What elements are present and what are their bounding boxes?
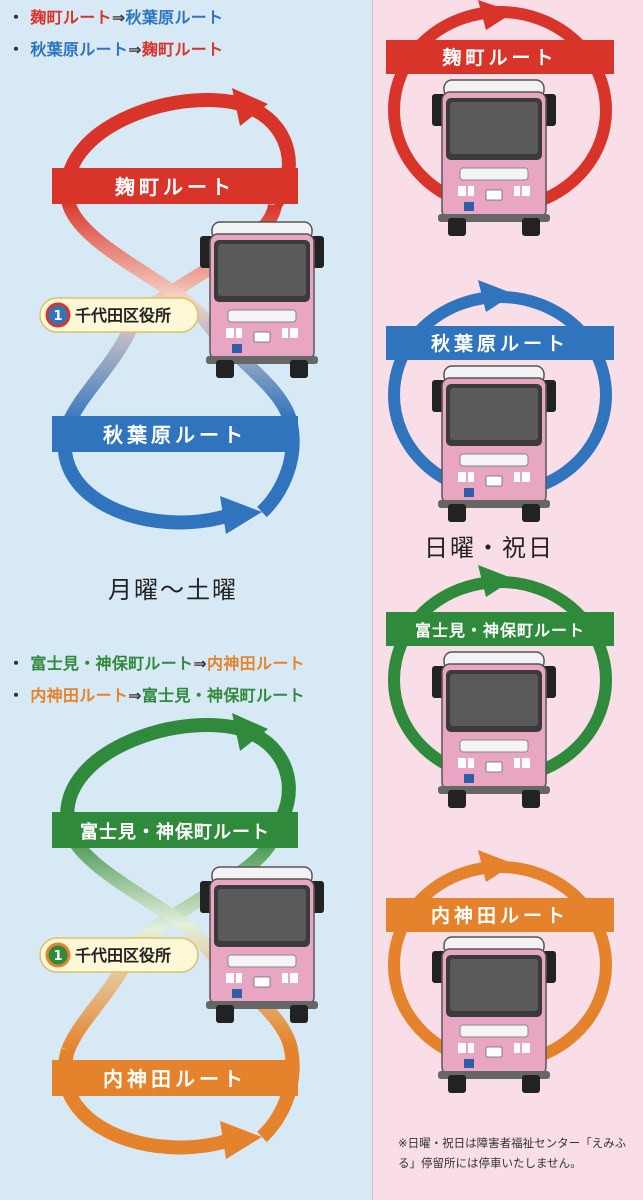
arrow-head-icon (478, 0, 514, 30)
route-banner-label: 富士見・神保町ルート (415, 621, 585, 640)
arrow-head-icon (220, 1121, 262, 1159)
legend-bullet: ・ (8, 654, 25, 673)
holiday-loop-orange: 内神田ルート (386, 850, 614, 1094)
route-banner-label: 富士見・神保町ルート (80, 821, 270, 843)
route-banner-label: 秋葉原ルート (431, 332, 569, 355)
holiday-loop-blue: 秋葉原ルート (386, 280, 614, 523)
legend-uchikanda-to-fujimi: ・内神田ルート⇒富士見・神保町ルート (8, 682, 305, 706)
legend-from: 富士見・神保町ルート (30, 654, 194, 673)
legend-from: 麹町ルート (30, 8, 112, 27)
route-banner-label: 内神田ルート (103, 1067, 247, 1091)
route-banner-green (52, 812, 298, 848)
route-loop-green (60, 718, 296, 835)
holiday-loop-green: 富士見・神保町ルート (386, 565, 614, 809)
arrow-head-icon (220, 496, 262, 534)
route-banner-blue (52, 416, 298, 452)
legend-arrow: ⇒ (128, 686, 142, 705)
arrow-head-icon (232, 88, 268, 126)
route-banner-orange (52, 1060, 298, 1096)
route-banner-green (386, 612, 614, 646)
stop-badge (39, 937, 199, 973)
bus-icon (431, 365, 557, 523)
legend-akihabara-to-koujimachi: ・秋葉原ルート⇒麹町ルート (8, 36, 223, 60)
route-banner-label: 麹町ルート (441, 46, 557, 69)
stop-name: 千代田区役所 (75, 306, 171, 325)
legend-bullet: ・ (8, 40, 25, 59)
route-banner-label: 内神田ルート (431, 904, 569, 927)
loop-crossing-2 (61, 823, 297, 1048)
bus-icon (431, 79, 557, 237)
arrow-head-icon (478, 850, 514, 882)
loop-crossing-2 (61, 198, 297, 423)
legend-arrow: ⇒ (193, 654, 208, 673)
legend-arrow: ⇒ (111, 8, 126, 27)
route-banner-label: 秋葉原ルート (103, 423, 247, 447)
weekday-top-loop: 麹町ルート 秋葉原ルート 1 千代田区役所 (39, 88, 325, 534)
legend-to: 麹町ルート (141, 40, 224, 59)
weekday-bottom-loop: 富士見・神保町ルート 内神田ルート 1 千代田区役所 (39, 713, 325, 1159)
route-banner-red (52, 168, 298, 204)
stop-badge (39, 297, 199, 333)
weekday-label: 月曜〜土曜 (108, 576, 238, 604)
bus-icon (199, 221, 325, 379)
legend-arrow: ⇒ (128, 40, 142, 59)
route-banner-label: 麹町ルート (114, 175, 235, 199)
legend-to: 内神田ルート (207, 654, 305, 673)
bus-icon (199, 866, 325, 1024)
stop-number: 1 (53, 949, 62, 964)
stop-number-icon (45, 302, 71, 328)
route-loop-red (60, 93, 296, 210)
holiday-loop-red: 麹町ルート (386, 0, 614, 237)
stop-name: 千代田区役所 (75, 946, 171, 965)
stop-number-icon (45, 942, 71, 968)
bus-icon (431, 651, 557, 809)
arrow-head-icon (232, 713, 268, 751)
route-banner-blue (386, 326, 614, 360)
holiday-label: 日曜・祝日 (424, 534, 554, 562)
bus-icon (431, 936, 557, 1094)
route-loop-orange-tail (257, 1043, 300, 1143)
route-banner-red (386, 40, 614, 74)
legend-koujimachi-to-akihabara: ・麹町ルート⇒秋葉原ルート (8, 4, 223, 28)
legend-to: 秋葉原ルート (125, 8, 224, 27)
legend-bullet: ・ (8, 8, 25, 27)
footnote: ※日曜・祝日は障害者福祉センター「えみふる」停留所には停車いたしません。 (398, 1136, 627, 1170)
arrow-head-icon (478, 565, 514, 597)
legend-to: 富士見・神保町ルート (141, 686, 305, 705)
stop-number: 1 (53, 309, 62, 324)
arrow-head-icon (478, 280, 514, 312)
legend-from: 内神田ルート (30, 686, 129, 705)
route-banner-orange (386, 898, 614, 932)
legend-fujimi-to-uchikanda: ・富士見・神保町ルート⇒内神田ルート (8, 650, 305, 674)
legend-bullet: ・ (8, 686, 25, 705)
legend-from: 秋葉原ルート (30, 40, 129, 59)
